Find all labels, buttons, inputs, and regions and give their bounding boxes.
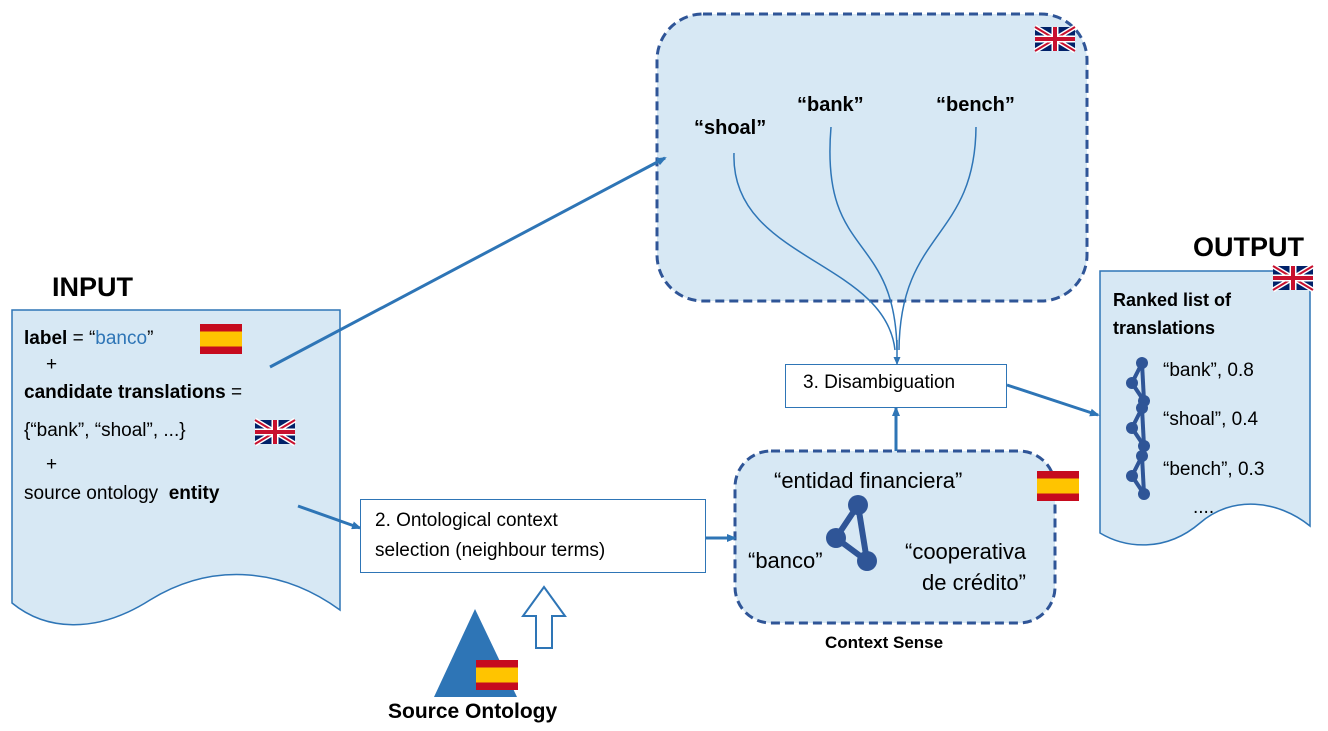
ranked-item: “bench”, 0.3 — [1163, 459, 1265, 480]
flag-es-icon — [200, 324, 242, 354]
outline-up-arrow-icon — [521, 585, 567, 649]
label-value: banco — [95, 328, 148, 349]
input-document-shape — [11, 309, 341, 626]
term-shoal: “shoal” — [694, 117, 767, 139]
flag-uk-icon — [1035, 27, 1075, 51]
source-key: entity — [168, 483, 220, 504]
disambiguation-box: 3. Disambiguation — [785, 364, 1007, 408]
label-close-quote: ” — [147, 328, 154, 349]
term-bank: “bank” — [797, 94, 864, 116]
input-heading: INPUT — [52, 272, 133, 302]
disambiguation-label: 3. Disambiguation — [803, 372, 956, 393]
context-term-right-2: de crédito” — [922, 570, 1026, 595]
candidates-line: candidate translations = — [24, 381, 242, 405]
sense-curves — [733, 126, 977, 351]
flag-es-icon — [1037, 471, 1079, 501]
plus-sign: + — [46, 354, 58, 375]
source-entity-line: source ontology entity — [24, 482, 219, 506]
output-title-line-1: Ranked list of — [1113, 290, 1232, 310]
disambiguation-to-output-arrow — [1006, 383, 1100, 417]
output-title-line-2: translations — [1113, 318, 1216, 338]
source-prefix: source ontology — [24, 483, 159, 504]
context-selection-box: 2. Ontological context selection (neighb… — [360, 499, 706, 573]
output-document-shape — [1099, 270, 1311, 546]
context-term-top: “entidad financiera” — [774, 468, 963, 493]
term-bench: “bench” — [936, 94, 1015, 116]
label-key: label — [24, 328, 68, 349]
context-term-left: “banco” — [748, 548, 823, 573]
input-to-target-arrow — [269, 156, 667, 369]
input-label-line: label = “banco” — [24, 327, 153, 351]
input-to-context-arrow — [297, 504, 362, 530]
flag-es-icon — [476, 660, 518, 690]
candidates-equals: = — [225, 382, 243, 403]
candidates-key: candidate translations — [24, 382, 226, 403]
output-heading: OUTPUT — [1193, 232, 1304, 262]
source-ontology-caption: Source Ontology — [388, 700, 558, 723]
plus-sign: + — [46, 454, 58, 475]
ontology-graph-icon — [826, 495, 877, 571]
context-sense-caption: Context Sense — [825, 633, 944, 652]
flag-uk-icon — [1273, 266, 1313, 290]
ranked-list-more: .... — [1193, 497, 1215, 518]
flag-uk-icon — [255, 420, 295, 444]
label-equals: = “ — [67, 328, 96, 349]
candidates-value: {“bank”, “shoal”, ...} — [24, 420, 186, 441]
ranked-item: “bank”, 0.8 — [1163, 360, 1254, 381]
context-term-right-1: “cooperativa — [905, 539, 1027, 564]
output-title: Ranked list of translations — [1113, 286, 1231, 342]
context-selection-line-1: 2. Ontological context — [375, 510, 558, 531]
ranked-item: “shoal”, 0.4 — [1163, 409, 1259, 430]
context-selection-line-2: selection (neighbour terms) — [375, 540, 606, 561]
target-terms-panel — [655, 12, 1089, 303]
